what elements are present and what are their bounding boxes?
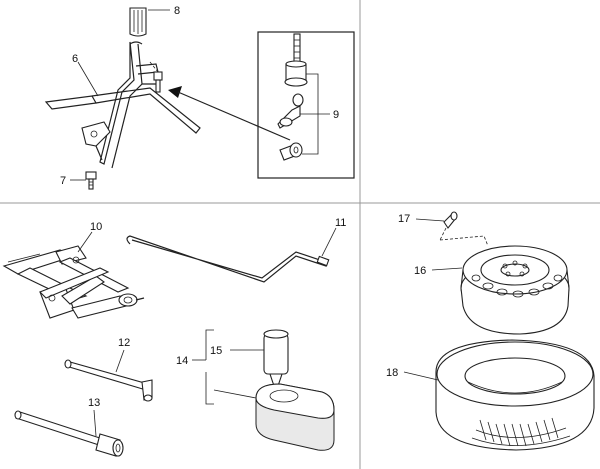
callout-7: 7 xyxy=(60,175,66,187)
part-10-scissor-jack xyxy=(2,245,145,319)
part-14-holder xyxy=(213,383,335,451)
part-17-valve xyxy=(439,211,489,247)
part-11-crank-rod xyxy=(126,235,330,283)
part-16-wheel-rim xyxy=(460,245,570,335)
inset-box-lock xyxy=(257,31,355,179)
tread-pattern xyxy=(471,417,571,447)
leader-lines-top xyxy=(70,9,170,181)
key xyxy=(277,93,304,129)
part-6-bracket xyxy=(44,41,201,169)
callout-11: 11 xyxy=(335,217,346,229)
callout-12: 12 xyxy=(118,337,130,349)
callout-6: 6 xyxy=(72,53,78,65)
callout-17: 17 xyxy=(398,213,410,225)
callout-9: 9 xyxy=(333,109,339,121)
callout-15: 15 xyxy=(210,345,222,357)
leader-10 xyxy=(77,231,93,253)
part-7-bolt xyxy=(85,171,97,190)
callout-13: 13 xyxy=(88,397,100,409)
callout-8: 8 xyxy=(174,5,180,17)
leader-11 xyxy=(321,227,337,257)
small-bolt xyxy=(149,61,163,93)
callout-18: 18 xyxy=(386,367,398,379)
part-18-tyre xyxy=(435,339,595,451)
part-15-bottle xyxy=(263,329,289,387)
callout-16: 16 xyxy=(414,265,426,277)
part-13-socket-bar xyxy=(14,410,124,457)
part-8-cap xyxy=(129,7,147,37)
leader-12 xyxy=(115,349,125,373)
callout-10: 10 xyxy=(90,221,102,233)
lock-cylinder xyxy=(279,142,303,161)
leader-18 xyxy=(403,371,439,381)
leader-16 xyxy=(431,267,463,271)
bracket-assembly xyxy=(44,7,291,190)
part-14-bracket xyxy=(192,329,214,405)
leader-13 xyxy=(93,409,97,437)
part-12-wrench xyxy=(64,359,153,402)
callout-14: 14 xyxy=(176,355,188,367)
leader-17 xyxy=(415,218,445,222)
pointer-arrow xyxy=(168,86,291,141)
